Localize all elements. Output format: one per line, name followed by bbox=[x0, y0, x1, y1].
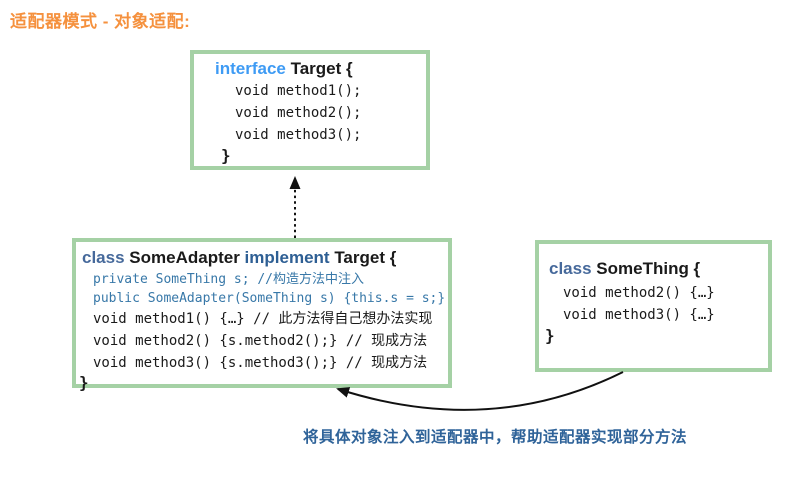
implement-keyword: implement bbox=[244, 248, 330, 267]
adapter-field-line: private SomeThing s; //构造方法中注入 bbox=[93, 272, 365, 287]
interface-keyword: interface bbox=[215, 59, 286, 78]
something-method-line: void method2() {…} bbox=[563, 285, 715, 301]
target-class-name: Target { bbox=[290, 59, 353, 78]
adapter-box-header: class SomeAdapter implement Target { bbox=[76, 245, 448, 270]
adapter-closing-brace: } bbox=[79, 373, 89, 392]
target-method-line: void method2(); bbox=[235, 105, 362, 121]
target-interface-box: interface Target { void method1(); void … bbox=[190, 50, 430, 170]
injection-caption: 将具体对象注入到适配器中，帮助适配器实现部分方法 bbox=[303, 429, 688, 446]
class-keyword: class bbox=[82, 248, 125, 267]
something-method-line: void method3() {…} bbox=[563, 307, 715, 323]
some-adapter-box: class SomeAdapter implement Target { pri… bbox=[72, 238, 452, 392]
adapter-method-line: void method2() {s.method2();} // 现成方法 bbox=[93, 333, 428, 349]
page-title: 适配器模式 - 对象适配: bbox=[10, 12, 191, 31]
something-closing-brace: } bbox=[545, 326, 555, 345]
target-box-header: interface Target { bbox=[194, 57, 426, 80]
adapter-target-ref: Target { bbox=[334, 248, 397, 267]
some-thing-box: class SomeThing { void method2() {…} voi… bbox=[535, 240, 772, 372]
adapter-constructor-line: public SomeAdapter(SomeThing s) {this.s … bbox=[93, 291, 446, 306]
target-closing-brace: } bbox=[221, 146, 231, 165]
adapter-method-line: void method1() {…} // 此方法得自己想办法实现 bbox=[93, 311, 433, 327]
adapter-class-name: SomeAdapter bbox=[129, 248, 240, 267]
adapter-method-line: void method3() {s.method3();} // 现成方法 bbox=[93, 355, 428, 371]
target-method-line: void method3(); bbox=[235, 127, 362, 143]
something-class-name: SomeThing { bbox=[596, 259, 701, 278]
target-method-line: void method1(); bbox=[235, 83, 362, 99]
something-box-header: class SomeThing { bbox=[539, 256, 768, 282]
class-keyword: class bbox=[549, 259, 592, 278]
